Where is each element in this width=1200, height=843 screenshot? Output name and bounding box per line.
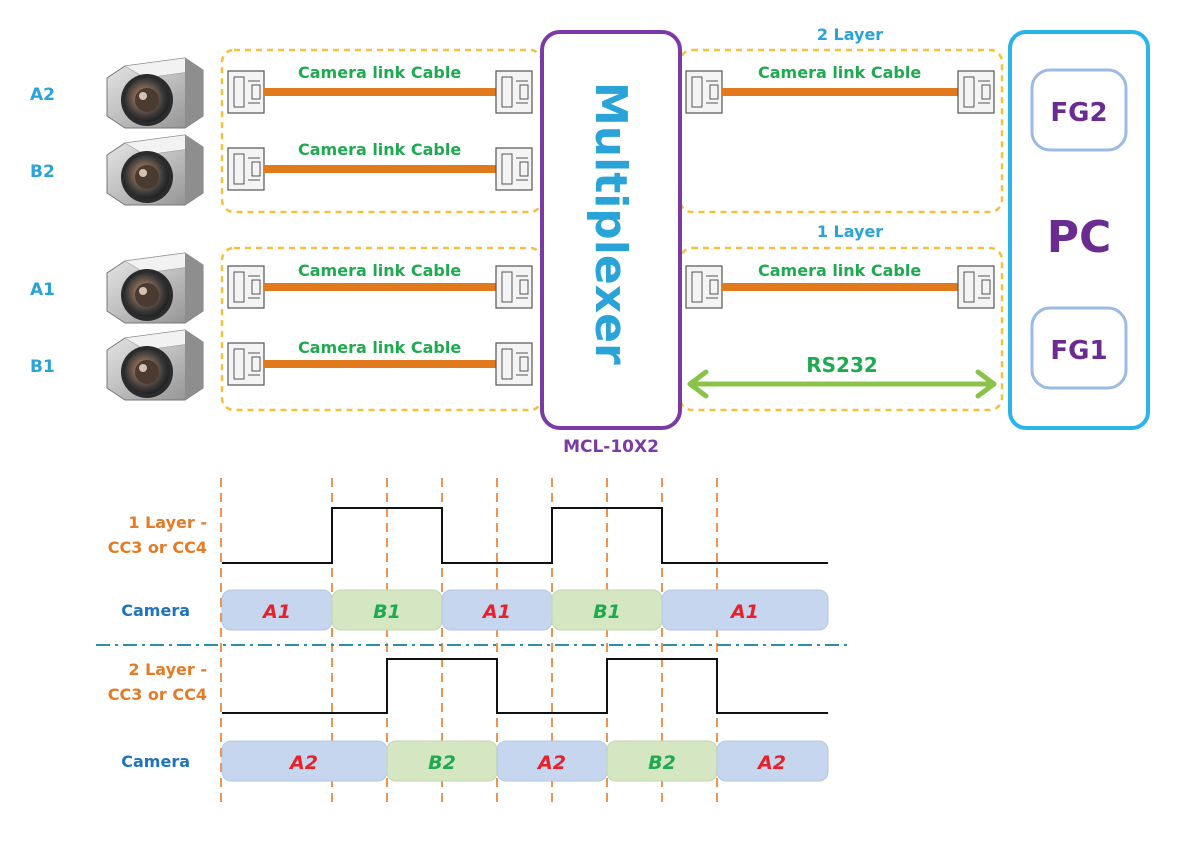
connector-icon [227, 342, 265, 386]
camera-group-box-layer2 [220, 48, 544, 214]
camera-icon [106, 57, 204, 129]
slot-label: A1 [481, 601, 511, 623]
frame-grabber-fg2 [1030, 68, 1128, 152]
camera-icon [106, 252, 204, 324]
fg2-label: FG2 [1050, 98, 1107, 128]
cable-label: Camera link Cable [298, 63, 461, 82]
camera-label-b2: B2 [30, 162, 55, 182]
cable-label: Camera link Cable [298, 261, 461, 280]
cable-a2: Camera link Cable [227, 63, 533, 114]
slot-label: A1 [261, 601, 291, 623]
slot-label: B2 [648, 752, 676, 774]
layer1-camera-slots: A1 B1 A1 B1 A1 [221, 589, 829, 631]
multiplexer-box [540, 30, 682, 430]
connector-icon [685, 265, 723, 309]
connector-icon [685, 70, 723, 114]
connector-icon [227, 147, 265, 191]
slot-label: A2 [536, 752, 566, 774]
layer-label-1: 1 Layer [817, 222, 883, 241]
camera-icon [106, 134, 204, 206]
cable-b1: Camera link Cable [227, 338, 533, 386]
connector-icon [957, 265, 995, 309]
slot-box [716, 740, 829, 782]
layer1-signal-waveform [222, 507, 828, 564]
layer1-signal-label-line1: 1 Layer - [128, 513, 207, 532]
slot-label: A2 [288, 752, 318, 774]
multiplexer-model: MCL-10X2 [563, 437, 659, 457]
cable-label: Camera link Cable [298, 338, 461, 357]
layer2-signal-label-line2: CC3 or CC4 [108, 685, 207, 704]
fg1-label: FG1 [1050, 336, 1107, 366]
cable-layer1-to-pc: Camera link Cable [685, 261, 995, 309]
layer-label-2: 2 Layer [817, 25, 883, 44]
layer2-signal-waveform [222, 658, 828, 714]
slot-box [661, 589, 829, 631]
cable-label: Camera link Cable [758, 261, 921, 280]
camera-group-box-layer1 [220, 246, 544, 412]
connector-icon [495, 342, 533, 386]
pc-title: PC [1047, 212, 1112, 263]
connector-icon [495, 70, 533, 114]
layer2-camera-row-label: Camera [121, 752, 190, 771]
camera-label-b1: B1 [30, 357, 55, 377]
cable-b2: Camera link Cable [227, 140, 533, 191]
cable-label: Camera link Cable [298, 140, 461, 159]
frame-grabber-fg1 [1030, 306, 1128, 390]
camera-label-a2: A2 [30, 85, 55, 105]
cable-label: Camera link Cable [758, 63, 921, 82]
connector-icon [227, 265, 265, 309]
cable-a1: Camera link Cable [227, 261, 533, 309]
layer1-camera-row-label: Camera [121, 601, 190, 620]
connector-icon [957, 70, 995, 114]
connector-icon [227, 70, 265, 114]
slot-label: B1 [593, 601, 621, 623]
camera-icon [106, 329, 204, 401]
slot-label: B2 [428, 752, 456, 774]
camera-label-a1: A1 [30, 280, 55, 300]
slot-label: B1 [373, 601, 401, 623]
layer2-camera-slots: A2 B2 A2 B2 A2 [221, 740, 829, 782]
layer2-signal-label-line1: 2 Layer - [128, 660, 207, 679]
multiplexer-label: Multiplexer [585, 82, 636, 365]
slot-label: A2 [756, 752, 786, 774]
cable-layer2-to-pc: Camera link Cable [685, 63, 995, 114]
layer1-signal-label-line2: CC3 or CC4 [108, 538, 207, 557]
slot-label: A1 [729, 601, 759, 623]
connector-icon [495, 265, 533, 309]
connector-icon [495, 147, 533, 191]
rs232-label: RS232 [806, 353, 878, 377]
rs232-link: RS232 [687, 353, 997, 399]
